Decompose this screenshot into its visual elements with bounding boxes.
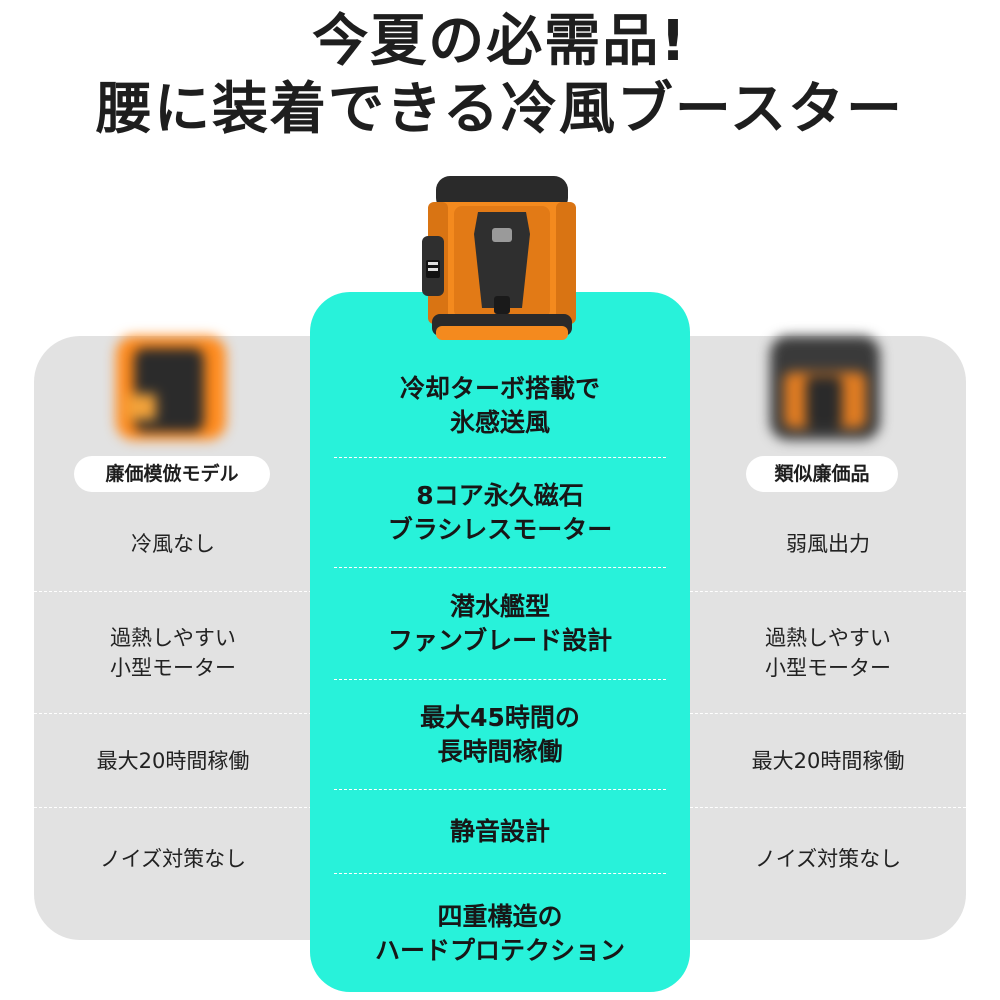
spec-row: 最大20時間稼働: [34, 714, 312, 808]
feature-row: 静音設計: [334, 790, 666, 874]
headline-line-2: 腰に装着できる冷風ブースター: [95, 77, 905, 142]
similar-product-badge: 類似廉価品: [746, 456, 898, 492]
similar-product-column: 類似廉価品 弱風出力 過熱しやすい小型モーター 最大20時間稼働 ノイズ対策なし: [690, 336, 966, 940]
headline-line-1: 今夏の必需品!: [312, 9, 688, 74]
waist-fan-device-image: [422, 176, 576, 340]
belt-clip: [474, 212, 530, 308]
spec-row: 過熱しやすい小型モーター: [34, 592, 312, 714]
spec-row: ノイズ対策なし: [99, 847, 247, 871]
imitation-model-column: 廉価模倣モデル 冷風なし 過熱しやすい小型モーター 最大20時間稼働 ノイズ対策…: [34, 336, 312, 940]
similar-product-spec-list: 弱風出力 過熱しやすい小型モーター 最大20時間稼働 ノイズ対策なし: [690, 496, 966, 910]
spec-row: 弱風出力: [690, 496, 966, 592]
spec-row: 過熱しやすい小型モーター: [690, 592, 966, 714]
feature-row: 最大45時間の長時間稼働: [334, 680, 666, 790]
feature-row: 8コア永久磁石ブラシレスモーター: [334, 458, 666, 568]
imitation-model-badge: 廉価模倣モデル: [74, 456, 270, 492]
headline: 今夏の必需品! 腰に装着できる冷風ブースター: [0, 8, 1000, 144]
blurred-imitation-product-image: [116, 336, 226, 440]
feature-row: 潜水艦型ファンブレード設計: [334, 568, 666, 680]
feature-list: 冷却ターボ搭載で氷感送風 8コア永久磁石ブラシレスモーター 潜水艦型ファンブレー…: [334, 354, 666, 994]
feature-row: 冷却ターボ搭載で氷感送風: [334, 354, 666, 458]
spec-row: ノイズ対策なし: [754, 847, 902, 871]
spec-row: 最大20時間稼働: [690, 714, 966, 808]
feature-row: 四重構造のハードプロテクション: [374, 902, 625, 965]
imitation-model-spec-list: 冷風なし 過熱しやすい小型モーター 最大20時間稼働 ノイズ対策なし: [34, 496, 312, 910]
blurred-similar-product-image: [770, 336, 880, 440]
spec-row: 冷風なし: [34, 496, 312, 592]
featured-product-panel: 冷却ターボ搭載で氷感送風 8コア永久磁石ブラシレスモーター 潜水艦型ファンブレー…: [310, 292, 690, 992]
